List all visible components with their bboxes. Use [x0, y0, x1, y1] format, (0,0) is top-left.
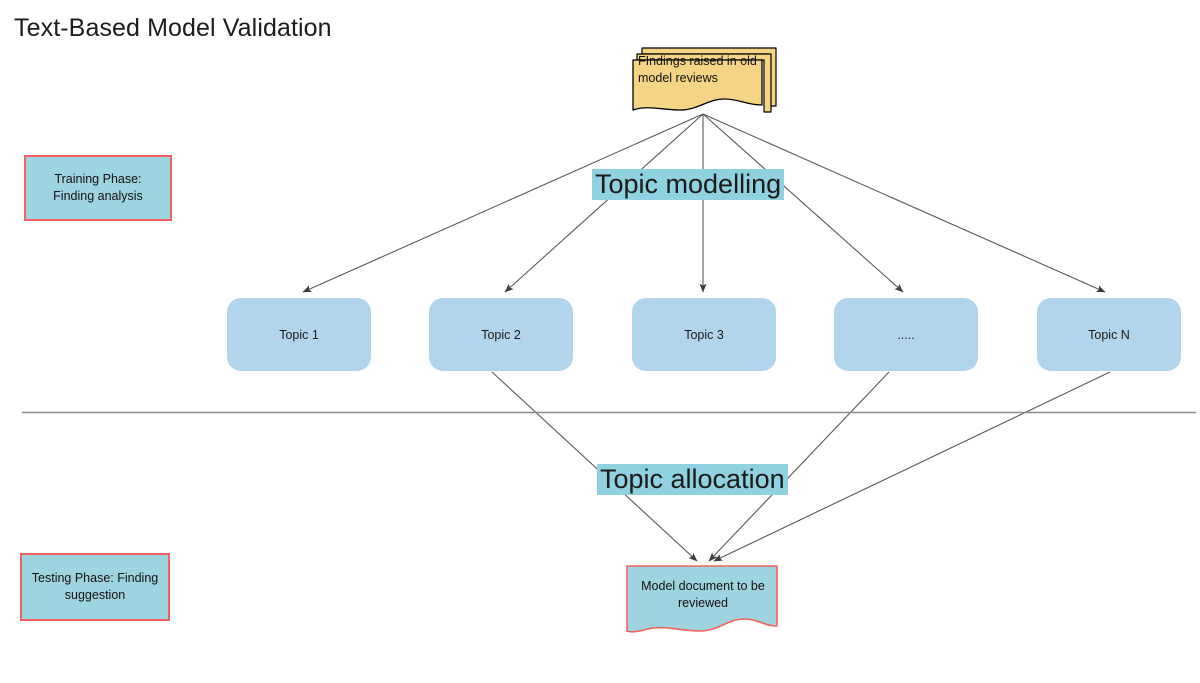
phase-box-testing: Testing Phase: Finding suggestion — [20, 553, 170, 621]
topic-box-ellipsis-label: ..... — [897, 327, 915, 342]
topic-box-1-label: Topic 1 — [279, 327, 319, 342]
topic-box-3[interactable]: Topic 3 — [632, 298, 776, 371]
document-node-findings: FIndings raised in old model reviews — [628, 36, 778, 118]
document-node-model: Model document to be reviewed — [624, 563, 782, 637]
topic-box-3-label: Topic 3 — [684, 327, 724, 342]
topic-box-n[interactable]: Topic N — [1037, 298, 1181, 371]
document-model-label: Model document to be reviewed — [641, 579, 765, 610]
topic-box-n-label: Topic N — [1088, 327, 1130, 342]
edge-source-to-topic-2 — [504, 113, 704, 293]
edges-topic-allocation — [491, 371, 1111, 562]
topic-box-1[interactable]: Topic 1 — [227, 298, 371, 371]
document-stack-icon — [632, 47, 777, 113]
edges-topic-modelling — [302, 113, 1106, 293]
topic-box-2[interactable]: Topic 2 — [429, 298, 573, 371]
stage-label-topic-allocation: Topic allocation — [597, 464, 788, 496]
topic-box-ellipsis[interactable]: ..... — [834, 298, 978, 371]
phase-box-training: Training Phase:Finding analysis — [24, 155, 172, 221]
phase-testing-label: Testing Phase: Finding suggestion — [31, 571, 159, 602]
document-findings-label: FIndings raised in old model reviews — [638, 54, 757, 85]
topic-box-2-label: Topic 2 — [481, 327, 521, 342]
edge-source-to-topic-n — [702, 113, 1106, 293]
stage-label-topic-modelling: Topic modelling — [592, 169, 785, 201]
phase-training-label: Training Phase:Finding analysis — [53, 172, 143, 203]
edge-source-to-topic-1 — [302, 113, 704, 293]
document-icon — [626, 565, 778, 633]
edge-source-to-topic-ellipsis — [702, 113, 904, 293]
page-title: Text-Based Model Validation — [14, 14, 332, 42]
